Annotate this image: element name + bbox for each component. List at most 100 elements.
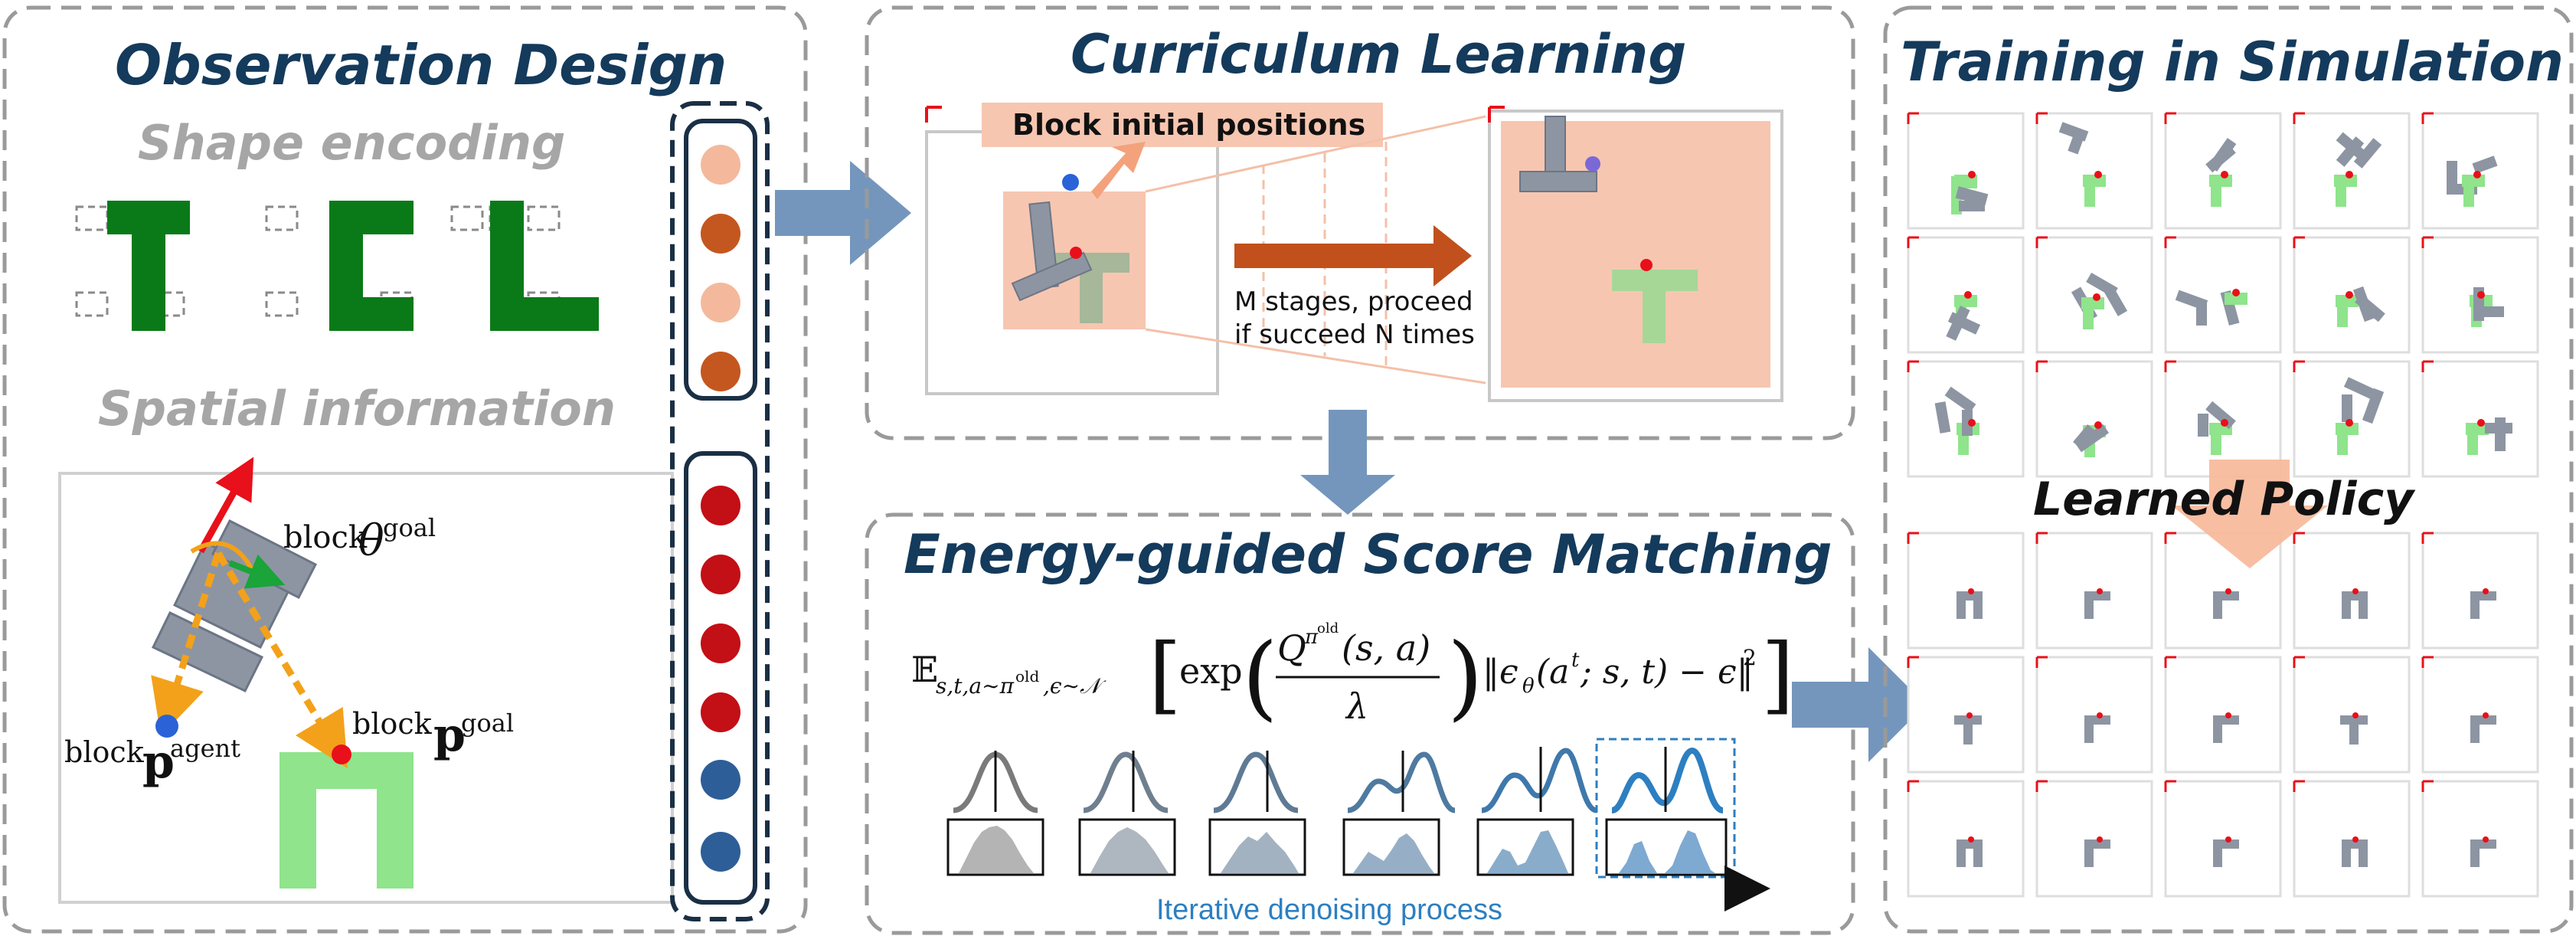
- svg-text:old: old: [1317, 620, 1339, 637]
- denoising-process-label: Iterative denoising process: [1156, 894, 1502, 926]
- curriculum-initial-view: Block initial positions: [925, 103, 1383, 395]
- theta-goal-label: block θ goal: [283, 513, 436, 566]
- svg-text:block: block: [283, 520, 368, 555]
- spatial-token-5: [701, 760, 740, 800]
- curriculum-title: Curriculum Learning: [1071, 23, 1686, 86]
- svg-text:(a: (a: [1536, 653, 1569, 692]
- sim-cell-solved: [1907, 656, 2025, 774]
- spatial-token-1: [701, 486, 740, 525]
- svg-text:π: π: [1304, 626, 1319, 649]
- sim-cell: [2035, 236, 2153, 354]
- observation-title: Observation Design: [115, 33, 727, 97]
- goal-heading-arrow: [228, 554, 286, 589]
- svg-text:block: block: [64, 735, 145, 769]
- observation-panel: [2, 5, 808, 934]
- svg-text:]: ]: [1761, 625, 1794, 723]
- spatial-token-3: [701, 623, 740, 663]
- svg-text:,ϵ∼𝒩: ,ϵ∼𝒩: [1043, 673, 1107, 699]
- svg-text:θ: θ: [358, 516, 384, 566]
- svg-text:goal: goal: [383, 513, 436, 542]
- svg-text:p: p: [142, 735, 175, 789]
- sim-cell: [2164, 360, 2282, 478]
- p-goal-label: block p goal: [352, 707, 514, 762]
- svg-text:[: [: [1149, 625, 1182, 723]
- sim-cell-solved: [2293, 780, 2411, 898]
- sim-cell: [1907, 236, 2025, 354]
- agent-vector: [151, 551, 222, 736]
- svg-text:block: block: [352, 707, 433, 741]
- svg-text:exp: exp: [1179, 650, 1243, 692]
- shape-encoding-heading: Shape encoding: [138, 115, 565, 171]
- sim-cell: [2293, 236, 2411, 354]
- svg-text:(: (: [1242, 624, 1278, 731]
- training-panel: [1883, 5, 2574, 934]
- curriculum-stage-text-1: M stages, proceed: [1234, 286, 1473, 317]
- sim-cell-solved: [1907, 780, 2025, 898]
- sim-cell: [2035, 360, 2153, 478]
- sim-cell: [2164, 236, 2282, 354]
- flow-arrow-obs-to-curriculum: [775, 161, 911, 265]
- sim-cell: [2293, 360, 2411, 478]
- goal-vector: [215, 551, 348, 769]
- sim-cell: [2164, 112, 2282, 230]
- svg-text:old: old: [1015, 667, 1039, 686]
- sim-cell-solved: [2421, 656, 2539, 774]
- flow-arrow-energy-to-training: [1792, 647, 1926, 762]
- svg-text:2: 2: [1743, 645, 1757, 670]
- shape-t-glyph: [107, 201, 190, 331]
- sim-cell: [1907, 112, 2025, 230]
- sim-cell-solved: [2164, 656, 2282, 774]
- sim-cell-solved: [2035, 656, 2153, 774]
- shape-token-3: [701, 283, 740, 322]
- observation-token-column: [670, 101, 770, 921]
- denoise-step-2: [1078, 751, 1176, 876]
- svg-text:t: t: [1571, 649, 1580, 672]
- denoising-steps: [946, 738, 1736, 879]
- denoise-step-1: [946, 751, 1044, 876]
- sim-cell-solved: [2293, 532, 2411, 650]
- sim-cell: [2293, 112, 2411, 230]
- score-matching-formula: 𝔼 s,t,a∼π old ,ϵ∼𝒩 [ exp ( Q π old (s, a…: [911, 620, 1794, 731]
- sim-cell: [2421, 236, 2539, 354]
- energy-panel: [865, 512, 1855, 935]
- spatial-info-figure: block θ goal block p agent block p goal: [58, 457, 674, 904]
- svg-text:): ): [1447, 624, 1483, 731]
- svg-text:agent: agent: [170, 734, 240, 763]
- denoise-step-6: [1595, 738, 1736, 879]
- shape-token-2: [701, 214, 740, 254]
- svg-text:λ: λ: [1345, 686, 1368, 727]
- goal-point: [332, 745, 351, 764]
- curriculum-stage-text-2: if succeed N times: [1234, 319, 1475, 350]
- shape-token-1: [701, 145, 740, 185]
- spatial-token-4: [701, 692, 740, 732]
- svg-text:p: p: [433, 709, 466, 762]
- learned-policy-label: Learned Policy: [2033, 473, 2416, 526]
- energy-title: Energy-guided Score Matching: [904, 523, 1832, 586]
- training-grid: [1907, 112, 2539, 898]
- curriculum-stage-arrow: [1234, 225, 1472, 286]
- sim-cell: [1907, 360, 2025, 478]
- svg-text:𝔼: 𝔼: [911, 649, 938, 690]
- block-heading-arrow: [198, 457, 254, 554]
- denoise-step-4: [1342, 751, 1456, 876]
- sim-cell-solved: [2035, 780, 2153, 898]
- svg-text:s,t,a∼π: s,t,a∼π: [936, 673, 1015, 699]
- sim-cell-solved: [2421, 532, 2539, 650]
- curriculum-final-view: [1488, 106, 1783, 402]
- sim-cell: [2421, 112, 2539, 230]
- spatial-token-2: [701, 555, 740, 594]
- flow-arrow-curriculum-to-energy: [1300, 410, 1395, 515]
- shape-token-4: [701, 352, 740, 391]
- learned-policy-arrow: [2172, 460, 2328, 568]
- p-agent-label: block p agent: [64, 734, 240, 789]
- curriculum-panel: [865, 5, 1855, 440]
- shape-c-glyph: [329, 201, 414, 331]
- sim-cell-solved: [2164, 780, 2282, 898]
- svg-text:(s, a): (s, a): [1342, 627, 1430, 669]
- svg-text:‖ϵ: ‖ϵ: [1483, 653, 1518, 692]
- sim-cell: [2421, 360, 2539, 478]
- sim-cell-solved: [1907, 532, 2025, 650]
- svg-text:goal: goal: [461, 709, 514, 738]
- training-title: Training in Simulation: [1901, 31, 2564, 93]
